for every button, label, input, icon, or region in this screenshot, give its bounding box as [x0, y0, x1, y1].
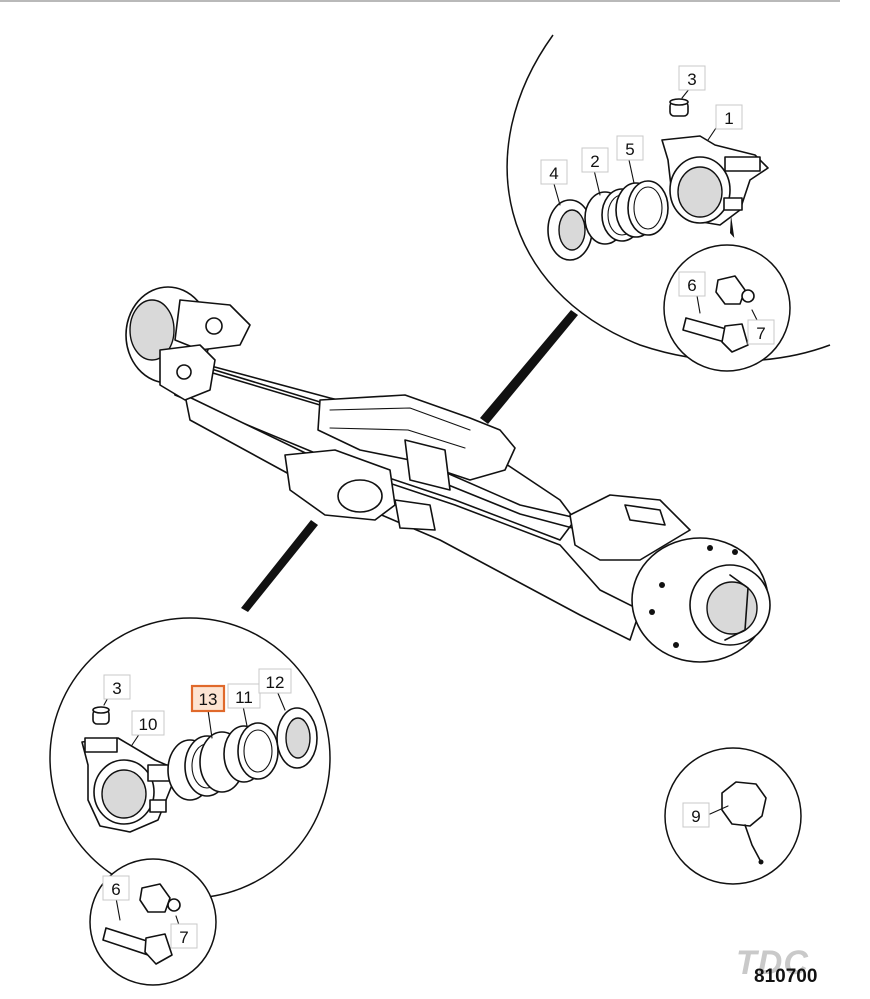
callout-12[interactable]: 12 — [258, 668, 292, 694]
callout-6-lower[interactable]: 6 — [102, 875, 130, 901]
svg-text:10: 10 — [139, 715, 158, 734]
callout-7-upper[interactable]: 7 — [747, 319, 775, 345]
grease-nipple-part-7-lower — [139, 883, 181, 913]
callout-3-upper[interactable]: 3 — [678, 65, 706, 91]
svg-text:3: 3 — [687, 70, 696, 89]
bolt-part-6-lower — [102, 927, 173, 965]
svg-text:7: 7 — [179, 928, 188, 947]
svg-text:7: 7 — [756, 324, 765, 343]
grease-nipple-part-7-upper — [715, 275, 755, 305]
callout-4[interactable]: 4 — [540, 159, 568, 185]
axle-assembly — [125, 286, 771, 663]
seal-part-4 — [547, 199, 593, 261]
callout-labels: 1 2 3 4 5 6 7 3 10 13 11 12 6 7 9 — [102, 65, 775, 949]
svg-text:6: 6 — [111, 880, 120, 899]
lower-detail-circle — [49, 617, 331, 899]
svg-text:9: 9 — [691, 807, 700, 826]
bearing-housing-part-10 — [81, 737, 179, 833]
callout-10[interactable]: 10 — [131, 710, 165, 736]
top-border — [0, 0, 840, 2]
svg-text:4: 4 — [549, 164, 558, 183]
drawing-number: 810700 — [754, 966, 818, 987]
seal-part-12 — [276, 707, 318, 769]
bush-part-5 — [615, 180, 669, 238]
callout-13[interactable]: 13 — [190, 684, 226, 713]
tdc-watermark-logo: TDC — [736, 944, 809, 982]
svg-text:11: 11 — [235, 688, 253, 707]
upper-bolt-circle — [663, 244, 791, 372]
callout-9[interactable]: 9 — [682, 802, 710, 828]
bush-part-11 — [223, 722, 279, 783]
part-9-detail-circle — [664, 747, 802, 885]
bolt-part-6-upper — [682, 317, 749, 353]
callout-2[interactable]: 2 — [581, 147, 609, 173]
callout-3-lower[interactable]: 3 — [103, 674, 131, 700]
svg-text:12: 12 — [266, 673, 285, 692]
svg-text:13: 13 — [199, 690, 218, 709]
bearing-housing-part-1 — [661, 135, 769, 226]
callout-6-upper[interactable]: 6 — [678, 271, 706, 297]
svg-text:2: 2 — [590, 152, 599, 171]
bush-part-3-lower — [92, 706, 110, 725]
callout-11[interactable]: 11 — [227, 683, 261, 709]
callout-1[interactable]: 1 — [715, 104, 743, 130]
svg-text:3: 3 — [112, 679, 121, 698]
svg-text:6: 6 — [687, 276, 696, 295]
detail-leader-lower — [241, 520, 318, 612]
bush-part-3-upper — [669, 98, 689, 117]
callout-7-lower[interactable]: 7 — [170, 923, 198, 949]
callout-5[interactable]: 5 — [616, 135, 644, 161]
svg-text:5: 5 — [625, 140, 634, 159]
svg-text:1: 1 — [724, 109, 733, 128]
detail-leader-upper — [480, 310, 578, 424]
